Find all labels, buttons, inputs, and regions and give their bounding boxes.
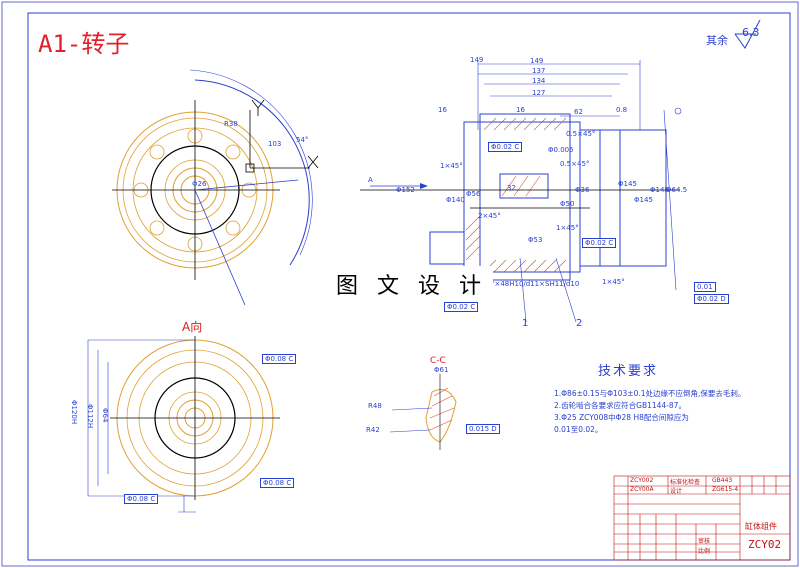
dim-r42: R42	[366, 426, 380, 434]
tolerance-frame-2: Φ0.02 C	[444, 302, 479, 312]
tech-note-1: 1.Φ86±0.15与Φ103±0.1处边缘不应倒角,保要去毛刺。	[554, 389, 746, 398]
dim-103: 103	[268, 140, 282, 148]
tolerance-frame-8: 0.015 D	[466, 424, 500, 434]
technical-requirements-title: 技术要求	[598, 364, 659, 379]
dim-phi120: Φ120H	[70, 400, 78, 425]
dim-r38: R38	[224, 120, 238, 128]
dim-32: 32	[507, 184, 516, 192]
tb-cell-2: ZCY00A	[630, 486, 654, 493]
tb-cell-6: ZG615-4	[712, 486, 739, 493]
dim-127: 127	[532, 89, 546, 97]
tech-note-4: 0.01至0.02。	[554, 425, 603, 434]
chamfer-4: 1×45°	[556, 224, 579, 232]
tb-cell-8: 比例	[698, 548, 711, 555]
dim-phi53: Φ53	[528, 236, 543, 244]
a-direction-view	[87, 336, 280, 513]
tech-note-3: 3.Φ25 ZCY008中Φ28 H8配合间隙应为	[554, 413, 689, 422]
tb-cell-5: GB443	[712, 477, 733, 484]
drawing-code: ZCY02	[748, 538, 782, 551]
dim-phi36: Φ36	[575, 186, 590, 194]
tolerance-frame-4: 0.01	[694, 282, 716, 292]
tb-cell-7: 审核	[698, 538, 711, 545]
dim-r48: R48	[368, 402, 382, 410]
dim-62: 62	[574, 108, 583, 116]
dim-phi64: Φ64	[101, 408, 109, 423]
part-number-2: 2	[576, 318, 583, 329]
dim-54deg: 54°	[296, 136, 309, 144]
dim-phi145a: Φ145	[618, 180, 637, 188]
cc-section-view	[389, 374, 457, 450]
dim-16a: 16	[438, 106, 447, 114]
watermark-text: 图 文 设 计	[330, 266, 493, 302]
chamfer-3: 1×45°	[440, 162, 463, 170]
dim-phi56: Φ56	[466, 190, 481, 198]
roughness-value: 6.3	[742, 26, 760, 39]
dim-flat: Φ0.005	[548, 146, 574, 154]
section-label: C-C	[430, 356, 446, 366]
dim-phi61: Φ61	[434, 366, 449, 374]
front-view	[112, 69, 319, 306]
dim-phi145c: Φ145	[650, 186, 669, 194]
dim-134: 134	[532, 77, 546, 85]
tech-note-2: 2.齿轮啮合各要求应符合GB1144-87。	[554, 401, 686, 410]
dim-fits: F7×48H10/d11×SH11/d10	[486, 280, 580, 288]
chamfer-6: 1×45°	[602, 278, 625, 286]
part-number-1: 1	[522, 318, 529, 329]
roughness-label: 其余	[706, 34, 728, 47]
dim-phi152: Φ152	[396, 186, 415, 194]
dim-phi145b: Φ145	[634, 196, 653, 204]
dim-phi645: Φ64.5	[666, 186, 688, 194]
chamfer-2: 0.5×45°	[560, 160, 590, 168]
a-view-label: A向	[182, 320, 203, 334]
dim-149: 149	[470, 56, 484, 64]
roughness-symbol	[734, 19, 761, 49]
arrow-label-a: A	[368, 176, 373, 184]
tolerance-frame-3: Φ0.02 D	[694, 294, 729, 304]
dim-137: 137	[532, 67, 546, 75]
dim-phi26: Φ26	[192, 180, 207, 188]
section-view	[360, 60, 682, 323]
tolerance-frame-9: Φ0.02 C	[488, 142, 523, 152]
dim-149b: 149	[530, 57, 544, 65]
dim-phi50: Φ50	[560, 200, 575, 208]
dim-phi112: Φ112H	[86, 404, 94, 429]
tolerance-frame-5: Φ0.08 C	[262, 354, 297, 364]
tolerance-frame-7: Φ0.08 C	[124, 494, 159, 504]
tolerance-frame-6: Φ0.08 C	[260, 478, 295, 488]
tolerance-frame-1: Φ0.02 C	[582, 238, 617, 248]
tb-cell-4: 设计	[670, 488, 683, 495]
chamfer-1: 0.5×45°	[566, 130, 596, 138]
tb-cell-1: ZCY002	[630, 477, 654, 484]
chamfer-5: 2×45°	[478, 212, 501, 220]
inner-border	[27, 12, 791, 561]
title-block	[613, 475, 791, 561]
dim-phi140: Φ140	[446, 196, 465, 204]
part-name: 缸体组件	[745, 522, 777, 531]
dim-08: 0.8	[616, 106, 628, 114]
tb-cell-3: 标准化检查	[670, 479, 701, 486]
drawing-title: A1-转子	[38, 30, 130, 58]
dim-16b: 16	[516, 106, 525, 114]
